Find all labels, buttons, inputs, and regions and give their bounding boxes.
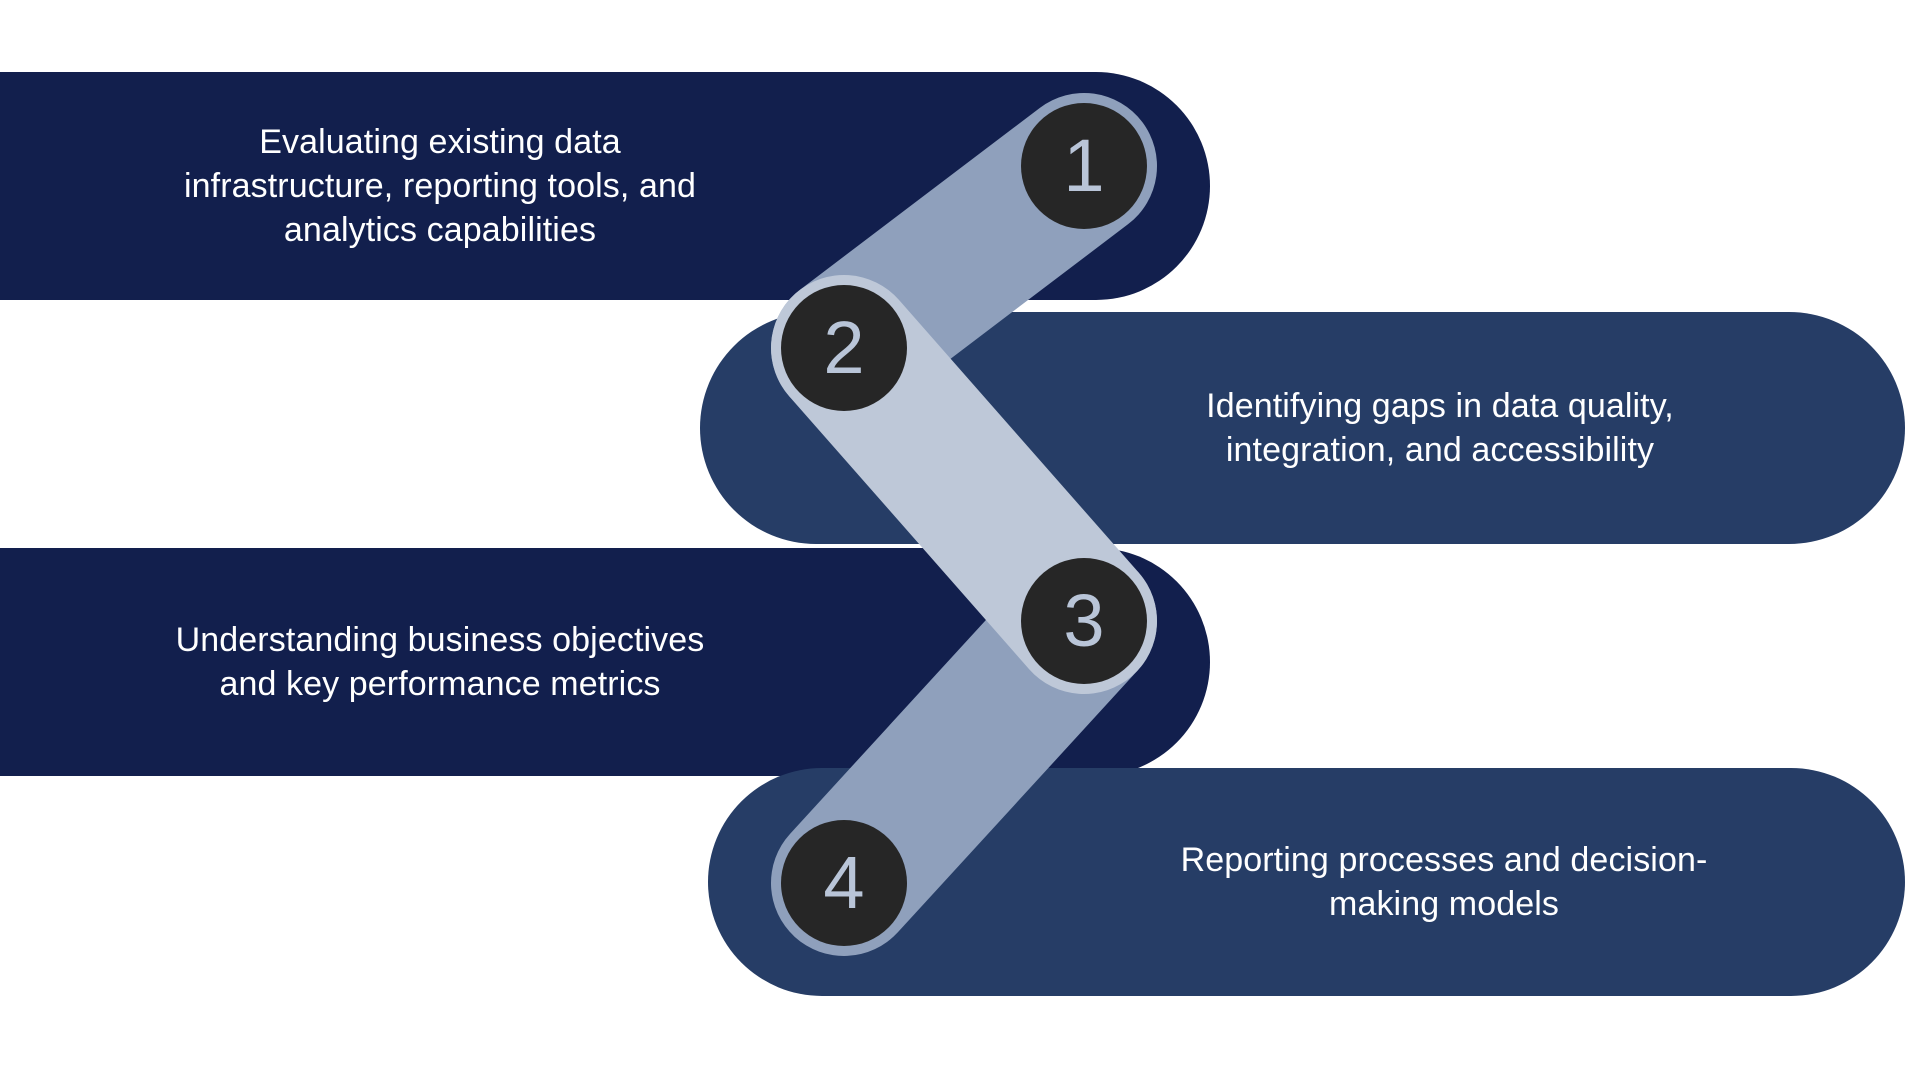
step-number-badge-2[interactable]: 2 [781, 285, 907, 411]
step-number-badge-3[interactable]: 3 [1021, 558, 1147, 684]
step-label-3: Understanding business objectives and ke… [175, 620, 705, 703]
step-label-4: Reporting processes and decision- making… [1180, 840, 1708, 923]
step-number-badge-4[interactable]: 4 [781, 820, 907, 946]
step-bar-3[interactable]: Understanding business objectives and ke… [0, 548, 1210, 776]
step-number-1: 1 [1063, 124, 1105, 207]
step-number-3: 3 [1063, 579, 1105, 662]
step-label-2: Identifying gaps in data quality, integr… [1206, 386, 1674, 469]
step-label-1: Evaluating existing data infrastructure,… [184, 122, 696, 250]
step-number-2: 2 [823, 306, 865, 389]
step-number-badge-1[interactable]: 1 [1021, 103, 1147, 229]
step-number-4: 4 [823, 841, 865, 924]
